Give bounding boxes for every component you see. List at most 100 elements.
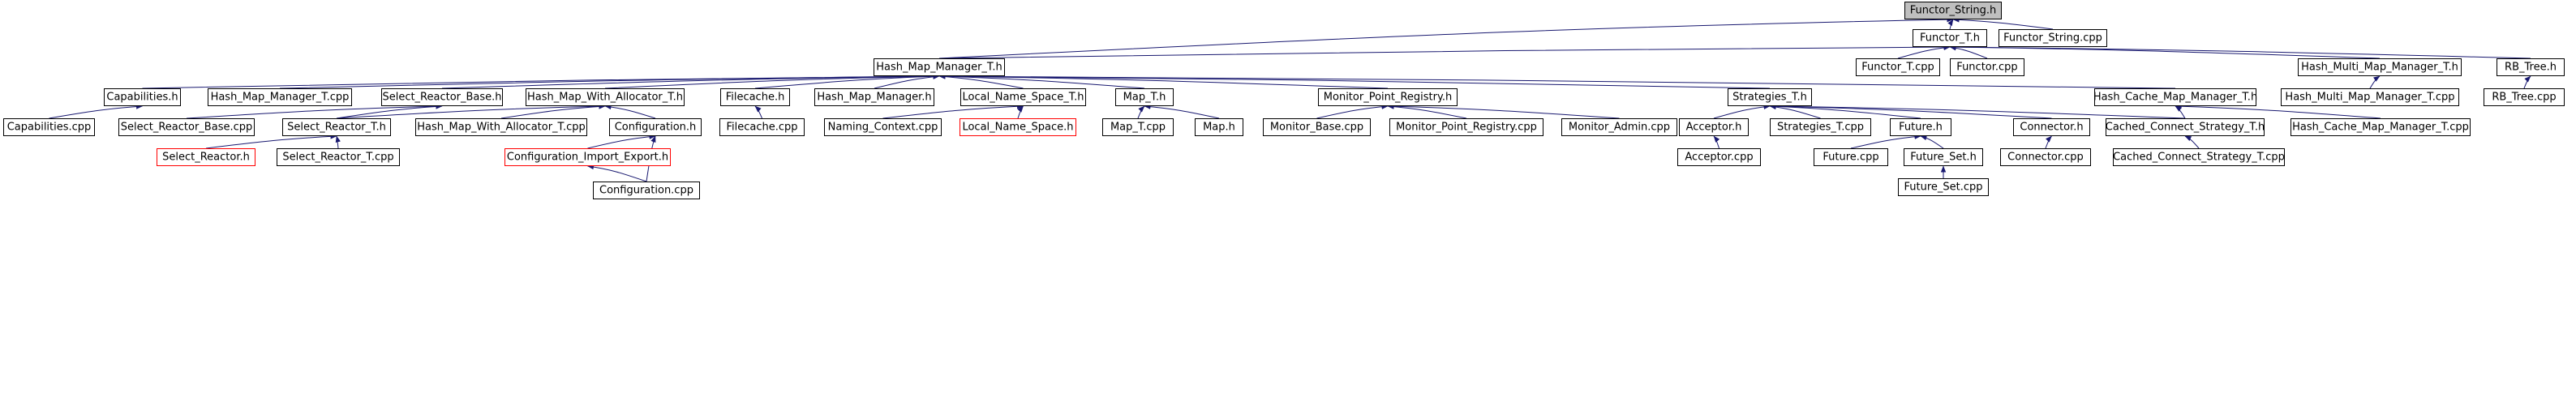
graph-node-monitor_admin_cpp[interactable]: Monitor_Admin.cpp (1561, 118, 1677, 136)
graph-edge (1949, 44, 2381, 59)
graph-node-label: Monitor_Admin.cpp (1568, 121, 1671, 133)
graph-node-rb_tree_cpp[interactable]: RB_Tree.cpp (2484, 88, 2565, 106)
graph-node-future_set_cpp[interactable]: Future_Set.cpp (1898, 178, 1989, 196)
graph-edge (604, 104, 656, 119)
graph-node-local_name_space_t_h[interactable]: Local_Name_Space_T.h (960, 88, 1086, 106)
graph-edge (1897, 45, 1951, 59)
graph-node-label: Future_Set.cpp (1904, 181, 1983, 193)
graph-node-hash_map_with_allocator_t_h[interactable]: Hash_Map_With_Allocator_T.h (526, 88, 685, 106)
graph-node-rb_tree_h[interactable]: RB_Tree.h (2497, 58, 2565, 76)
graph-node-hash_map_manager_t_h[interactable]: Hash_Map_Manager_T.h (874, 58, 1005, 76)
graph-node-naming_context_cpp[interactable]: Naming_Context.cpp (824, 118, 942, 136)
graph-node-monitor_base_cpp[interactable]: Monitor_Base.cpp (1263, 118, 1371, 136)
graph-node-label: Configuration.h (614, 121, 697, 133)
graph-node-select_reactor_base_h[interactable]: Select_Reactor_Base.h (381, 88, 503, 106)
graph-edge (1949, 44, 2531, 59)
graph-edge (1920, 135, 1944, 149)
graph-edge (1769, 103, 2052, 119)
graph-node-configuration_cpp[interactable]: Configuration.cpp (593, 182, 700, 199)
graph-node-configuration_h[interactable]: Configuration.h (609, 118, 702, 136)
graph-edge (938, 16, 1954, 59)
graph-node-monitor_point_registry_cpp[interactable]: Monitor_Point_Registry.cpp (1389, 118, 1543, 136)
graph-node-label: Hash_Map_Manager_T.cpp (210, 91, 350, 103)
graph-edge (2184, 135, 2200, 149)
graph-node-select_reactor_base_cpp[interactable]: Select_Reactor_Base.cpp (118, 118, 255, 136)
graph-edge (1949, 45, 1988, 59)
graph-node-label: Local_Name_Space_T.h (962, 91, 1084, 103)
graph-node-cached_connect_strategy_t_h[interactable]: Cached_Connect_Strategy_T.h (2106, 118, 2265, 136)
graph-node-label: Map.h (1203, 121, 1235, 133)
graph-edge (336, 103, 606, 119)
graph-node-label: Functor_String.cpp (2003, 32, 2102, 44)
graph-node-label: Future.cpp (1823, 151, 1879, 163)
graph-node-local_name_space_h[interactable]: Local_Name_Space.h (960, 118, 1076, 136)
graph-node-map_h[interactable]: Map.h (1195, 118, 1243, 136)
graph-node-future_cpp[interactable]: Future.cpp (1814, 148, 1888, 166)
graph-node-strategies_t_h[interactable]: Strategies_T.h (1728, 88, 1812, 106)
graph-node-label: Hash_Map_With_Allocator_T.h (526, 91, 684, 103)
graph-node-functor_string_cpp[interactable]: Functor_String.cpp (1999, 29, 2107, 47)
graph-edge (441, 73, 940, 89)
graph-edge (2045, 135, 2052, 149)
graph-node-map_t_cpp[interactable]: Map_T.cpp (1102, 118, 1174, 136)
graph-node-label: Filecache.h (725, 91, 785, 103)
graph-node-select_reactor_h[interactable]: Select_Reactor.h (157, 148, 255, 166)
graph-node-filecache_cpp[interactable]: Filecache.cpp (719, 118, 805, 136)
graph-node-label: Connector.h (2020, 121, 2084, 133)
graph-node-label: Hash_Map_Manager.h (817, 91, 932, 103)
graph-edge (604, 73, 940, 89)
graph-node-monitor_point_registry_h[interactable]: Monitor_Point_Registry.h (1318, 88, 1458, 106)
graph-node-capabilities_cpp[interactable]: Capabilities.cpp (3, 118, 95, 136)
graph-node-label: Future_Set.h (1910, 151, 1977, 163)
graph-node-connector_h[interactable]: Connector.h (2013, 118, 2090, 136)
graph-edge (1850, 134, 1921, 149)
graph-node-hash_map_manager_h[interactable]: Hash_Map_Manager.h (814, 88, 934, 106)
graph-edge (49, 104, 143, 119)
graph-node-future_set_h[interactable]: Future_Set.h (1904, 148, 1983, 166)
graph-node-select_reactor_t_cpp[interactable]: Select_Reactor_T.cpp (277, 148, 400, 166)
graph-node-hash_map_with_allocator_t_cpp[interactable]: Hash_Map_With_Allocator_T.cpp (415, 118, 587, 136)
graph-edge (938, 73, 2176, 89)
graph-node-functor_cpp[interactable]: Functor.cpp (1950, 58, 2024, 76)
graph-edge (205, 134, 337, 149)
graph-node-hash_multi_map_manager_t_h[interactable]: Hash_Multi_Map_Manager_T.h (2298, 58, 2462, 76)
graph-node-label: Functor_String.h (1909, 4, 1997, 16)
graph-node-future_h[interactable]: Future.h (1890, 118, 1951, 136)
graph-node-filecache_h[interactable]: Filecache.h (720, 88, 790, 106)
graph-node-label: Connector.cpp (2007, 151, 2084, 163)
graph-node-label: Configuration.cpp (599, 184, 693, 196)
graph-node-label: Hash_Cache_Map_Manager_T.h (2093, 91, 2258, 103)
graph-node-capabilities_h[interactable]: Capabilities.h (104, 88, 181, 106)
graph-node-map_t_h[interactable]: Map_T.h (1115, 88, 1174, 106)
graph-edge (1952, 17, 2054, 30)
graph-node-hash_map_manager_t_cpp[interactable]: Hash_Map_Manager_T.cpp (208, 88, 352, 106)
graph-node-functor_string_h[interactable]: Functor_String.h (1904, 2, 2002, 19)
graph-node-hash_multi_map_manager_t_cpp[interactable]: Hash_Multi_Map_Manager_T.cpp (2281, 88, 2459, 106)
graph-node-hash_cache_map_manager_t_h[interactable]: Hash_Cache_Map_Manager_T.h (2093, 88, 2258, 106)
graph-node-functor_t_cpp[interactable]: Functor_T.cpp (1856, 58, 1940, 76)
graph-node-label: Select_Reactor_Base.h (382, 91, 502, 103)
graph-node-label: Functor_T.h (1919, 32, 1981, 44)
graph-node-label: Capabilities.h (106, 91, 178, 103)
graph-edge (2175, 104, 2381, 119)
graph-edge (186, 103, 443, 119)
graph-node-cached_connect_strategy_t_cpp[interactable]: Cached_Connect_Strategy_T.cpp (2113, 148, 2285, 166)
graph-edge (938, 74, 1145, 89)
graph-node-select_reactor_t_h[interactable]: Select_Reactor_T.h (282, 118, 391, 136)
graph-edge (1769, 104, 1821, 119)
graph-node-label: Select_Reactor_Base.cpp (120, 121, 253, 133)
graph-edge (1713, 135, 1720, 149)
graph-node-label: Select_Reactor_T.h (287, 121, 386, 133)
graph-node-acceptor_cpp[interactable]: Acceptor.cpp (1677, 148, 1761, 166)
graph-node-strategies_t_cpp[interactable]: Strategies_T.cpp (1770, 118, 1871, 136)
graph-node-connector_cpp[interactable]: Connector.cpp (2000, 148, 2091, 166)
graph-edge (587, 164, 647, 182)
graph-node-acceptor_h[interactable]: Acceptor.h (1679, 118, 1749, 136)
graph-node-configuration_import_export_h[interactable]: Configuration_Import_Export.h (504, 148, 671, 166)
graph-node-hash_cache_map_manager_t_cpp[interactable]: Hash_Cache_Map_Manager_T.cpp (2290, 118, 2471, 136)
graph-edge (336, 104, 443, 119)
graph-node-functor_t_h[interactable]: Functor_T.h (1913, 29, 1987, 47)
graph-node-label: Select_Reactor.h (162, 151, 250, 163)
graph-node-label: Monitor_Base.cpp (1269, 121, 1364, 133)
